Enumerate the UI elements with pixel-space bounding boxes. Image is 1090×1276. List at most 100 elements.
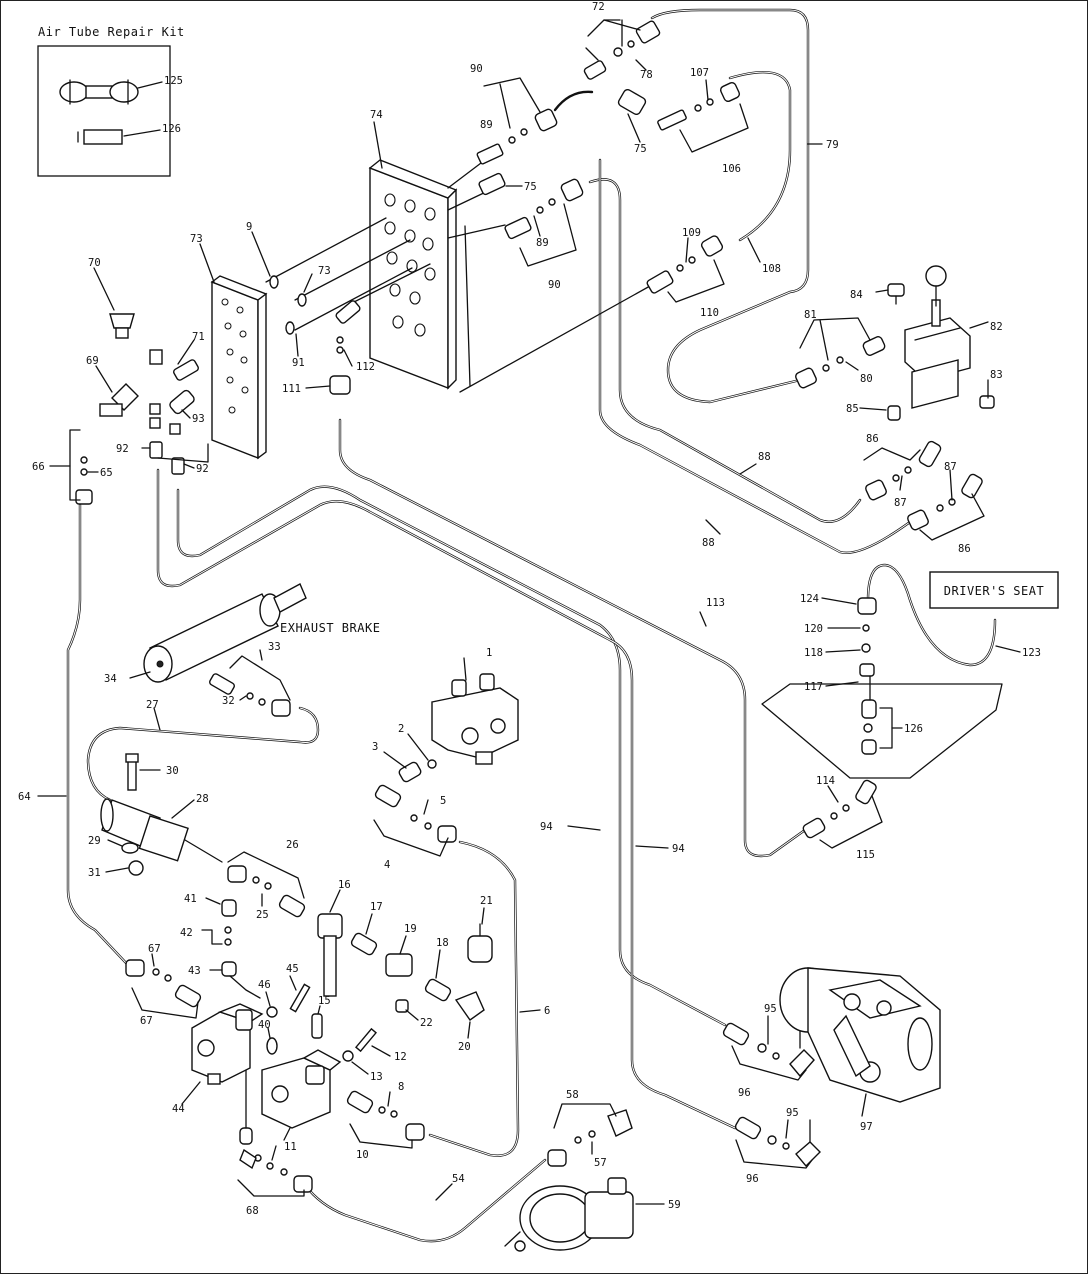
label-85: 85 xyxy=(846,403,859,415)
chamber-28 xyxy=(100,798,223,863)
label-111: 111 xyxy=(282,383,301,395)
label-87-left: 87 xyxy=(894,497,907,509)
label-41: 41 xyxy=(184,893,197,905)
label-43: 43 xyxy=(188,965,201,977)
label-34: 34 xyxy=(104,673,117,685)
label-19: 19 xyxy=(404,923,417,935)
label-6: 6 xyxy=(544,1005,550,1017)
fittings xyxy=(75,20,995,1193)
label-126-inset: 126 xyxy=(162,123,181,135)
driver-seat-label: DRIVER'S SEAT xyxy=(944,584,1044,598)
label-78: 78 xyxy=(640,69,653,81)
label-30: 30 xyxy=(166,765,179,777)
manifold-block-74 xyxy=(368,159,458,390)
label-71: 71 xyxy=(192,331,205,343)
label-1: 1 xyxy=(486,647,492,659)
label-73-ring: 73 xyxy=(318,265,331,277)
label-110: 110 xyxy=(700,307,719,319)
label-125: 125 xyxy=(164,75,183,87)
label-28: 28 xyxy=(196,793,209,805)
relay-valve-11 xyxy=(261,1049,342,1129)
label-91: 91 xyxy=(292,357,305,369)
label-10: 10 xyxy=(356,1149,369,1161)
part-number-labels: 72 78 90 89 107 106 75 75 79 74 73 73 9 … xyxy=(18,1,1041,1217)
label-2: 2 xyxy=(398,723,404,735)
label-118: 118 xyxy=(804,647,823,659)
label-92-right: 92 xyxy=(196,463,209,475)
label-126: 126 xyxy=(904,723,923,735)
tee-16 xyxy=(317,913,343,997)
label-27: 27 xyxy=(146,699,159,711)
driver-seat-area: DRIVER'S SEAT xyxy=(761,571,1059,779)
inset-title: Air Tube Repair Kit xyxy=(38,25,185,39)
label-66: 66 xyxy=(32,461,45,473)
label-40: 40 xyxy=(258,1019,271,1031)
label-26: 26 xyxy=(286,839,299,851)
label-107: 107 xyxy=(690,67,709,79)
label-82: 82 xyxy=(990,321,1003,333)
label-88-lower: 88 xyxy=(702,537,715,549)
label-29: 29 xyxy=(88,835,101,847)
label-88-upper: 88 xyxy=(758,451,771,463)
label-16: 16 xyxy=(338,879,351,891)
label-67-lower: 67 xyxy=(140,1015,153,1027)
label-57: 57 xyxy=(594,1157,607,1169)
valve-plate-73 xyxy=(210,275,268,460)
label-12: 12 xyxy=(394,1051,407,1063)
label-115: 115 xyxy=(856,849,875,861)
relay-valve-44 xyxy=(191,1003,264,1085)
repair-kit-inset: Air Tube Repair Kit 125 126 xyxy=(37,25,185,177)
joint-125-icon xyxy=(59,79,139,105)
label-96-upper: 96 xyxy=(738,1087,751,1099)
leader-lines xyxy=(37,19,1021,1205)
label-25: 25 xyxy=(256,909,269,921)
label-96-lower: 96 xyxy=(746,1173,759,1185)
label-17: 17 xyxy=(370,901,383,913)
brake-chamber-59 xyxy=(504,1177,634,1252)
label-3: 3 xyxy=(372,741,378,753)
label-81: 81 xyxy=(804,309,817,321)
label-113: 113 xyxy=(706,597,725,609)
label-86-upper: 86 xyxy=(866,433,879,445)
label-87-right: 87 xyxy=(944,461,957,473)
label-79: 79 xyxy=(826,139,839,151)
label-31: 31 xyxy=(88,867,101,879)
label-33: 33 xyxy=(268,641,281,653)
label-84: 84 xyxy=(850,289,863,301)
label-123: 123 xyxy=(1022,647,1041,659)
label-108: 108 xyxy=(762,263,781,275)
label-70: 70 xyxy=(88,257,101,269)
label-20: 20 xyxy=(458,1041,471,1053)
label-89-top: 89 xyxy=(480,119,493,131)
label-97: 97 xyxy=(860,1121,873,1133)
exhaust-brake-label: EXHAUST BRAKE xyxy=(280,621,380,635)
label-15: 15 xyxy=(318,995,331,1007)
label-117: 117 xyxy=(804,681,823,693)
label-106: 106 xyxy=(722,163,741,175)
air-valve-97 xyxy=(779,967,941,1103)
label-9: 9 xyxy=(246,221,252,233)
tube-lines xyxy=(66,8,997,1243)
label-21: 21 xyxy=(480,895,493,907)
foot-valve-82 xyxy=(904,265,971,409)
label-65: 65 xyxy=(100,467,113,479)
label-18: 18 xyxy=(436,937,449,949)
exhaust-brake-cylinder-34 xyxy=(143,583,307,683)
label-120: 120 xyxy=(804,623,823,635)
label-94-right: 94 xyxy=(672,843,685,855)
label-92-left: 92 xyxy=(116,443,129,455)
label-109: 109 xyxy=(682,227,701,239)
label-93: 93 xyxy=(192,413,205,425)
label-73-plate: 73 xyxy=(190,233,203,245)
label-8: 8 xyxy=(398,1081,404,1093)
label-90-mid: 90 xyxy=(548,279,561,291)
label-75-lower: 75 xyxy=(524,181,537,193)
label-68: 68 xyxy=(246,1205,259,1217)
label-86-lower: 86 xyxy=(958,543,971,555)
control-valve-1 xyxy=(431,673,519,765)
label-94-left: 94 xyxy=(540,821,553,833)
label-114: 114 xyxy=(816,775,835,787)
label-89-mid: 89 xyxy=(536,237,549,249)
label-42: 42 xyxy=(180,927,193,939)
